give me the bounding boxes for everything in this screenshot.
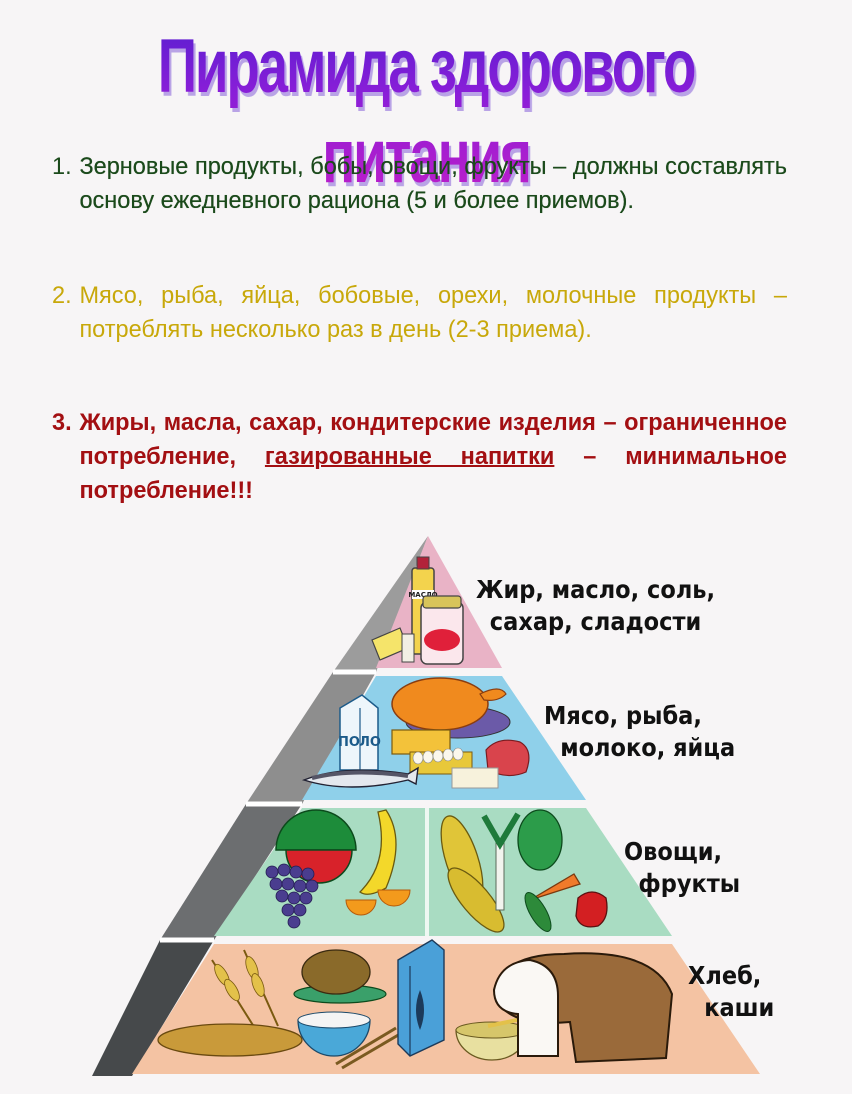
rule-3: 3. Жиры, масла, сахар, кондитерские изде… [52, 406, 787, 508]
pyramid-level-vegetables-fruits [214, 808, 672, 936]
rule-text-part: Жиры, масла, сахар, кондитерские изделия… [79, 409, 787, 470]
label-line: сахар, сладости [489, 607, 702, 636]
svg-text:МАСЛО: МАСЛО [408, 591, 437, 599]
pyramid-level-meat-dairy: ПО ЛО [301, 676, 586, 800]
pyramid-level-bread-grains [132, 939, 760, 1074]
lettuce-icon [517, 809, 563, 871]
noodles-icon [301, 949, 371, 995]
rule-2: 2. Мясо, рыба, яйца, бобовые, орехи, мол… [52, 279, 787, 347]
cheese-icon [391, 729, 451, 755]
meat-icon [485, 739, 530, 777]
rule-text: Жиры, масла, сахар, кондитерские изделия… [52, 406, 787, 508]
grapes-icon [265, 863, 319, 929]
label-line: молоко, яйца [560, 733, 736, 762]
banana-icon [359, 809, 397, 895]
soda-underlined-text: газированные напитки [264, 443, 555, 470]
label-line: каши [704, 993, 775, 1022]
label-line: Овощи, [624, 837, 723, 866]
page-title: Пирамида здорового питания [119, 22, 732, 202]
label-line: Мясо, рыба, [544, 701, 702, 730]
rule-1: 1. Зерновые продукты, бобы, овощи, фрукт… [52, 150, 787, 218]
watermelon-icon [275, 809, 357, 851]
baguette-icon [157, 1023, 303, 1057]
svg-text:ЛО: ЛО [359, 735, 381, 750]
label-fats-sweets: Жир, масло, соль, сахар, сладости [476, 574, 715, 638]
carrot-icon [529, 873, 581, 901]
orange-icon [345, 899, 377, 916]
rule-number: 3. [52, 409, 72, 436]
rule-number: 1. [52, 153, 72, 180]
rice-bowl-icon [297, 1019, 371, 1057]
tofu-icon [451, 767, 499, 789]
rule-text: Мясо, рыба, яйца, бобовые, орехи, молочн… [79, 282, 787, 343]
label-line: фрукты [638, 869, 741, 898]
rule-text-part: – минимальное потребление!!! [79, 443, 787, 504]
rule-number: 2. [52, 282, 72, 309]
label-line: Хлеб, [688, 961, 762, 990]
milk-carton-icon [339, 694, 379, 771]
label-bread-grains: Хлеб, каши [688, 960, 774, 1024]
pepper-icon [575, 891, 608, 928]
pyramid-level-fats-sweets: МАСЛО [371, 536, 502, 668]
label-meat-dairy: Мясо, рыба, молоко, яйца [544, 700, 735, 764]
chicken-icon [391, 677, 489, 731]
label-vegetables-fruits: Овощи, фрукты [624, 836, 740, 900]
svg-text:ПО: ПО [338, 735, 360, 750]
leek-icon [481, 812, 521, 850]
salt-shaker-icon [401, 633, 415, 663]
rule-text: Зерновые продукты, бобы, овощи, фрукты –… [79, 153, 787, 214]
label-line: Жир, масло, соль, [476, 575, 716, 604]
pyramid-side [92, 536, 428, 1076]
